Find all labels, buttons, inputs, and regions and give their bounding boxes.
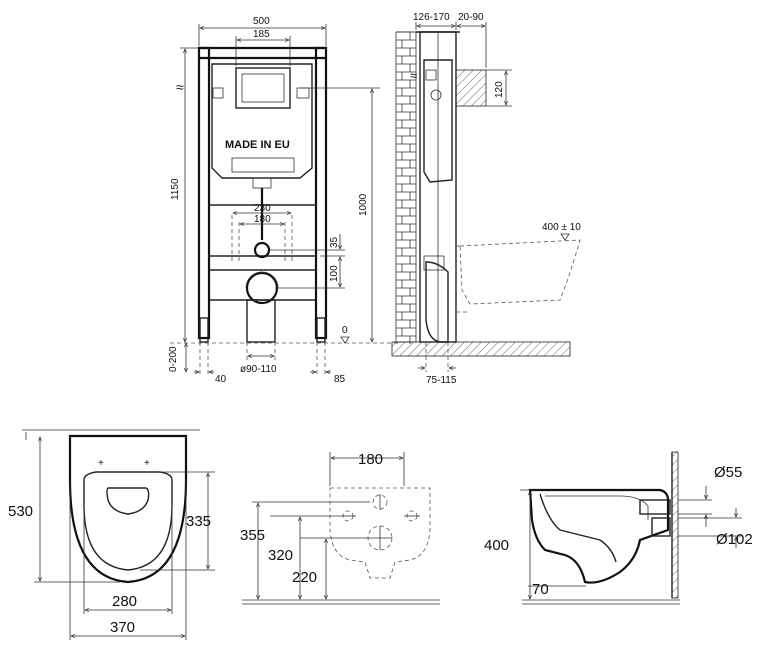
dim-75-115: 75-115: [426, 375, 457, 386]
dim-wall-depth: 126-170: [413, 12, 450, 23]
dim-85: 85: [334, 374, 346, 385]
frame-side-view: ≈ 400 ± 10 126-170 20-90 120 75-115: [391, 12, 581, 386]
dim-185: 185: [253, 29, 270, 40]
dim-foot-adjust: 0-200: [168, 346, 179, 372]
bolt-mark-left: +: [98, 458, 104, 469]
dim-180: 180: [254, 214, 271, 225]
dim-120: 120: [494, 81, 505, 98]
dim-320: 320: [268, 547, 293, 564]
dim-bowl-height: 400 ± 10: [542, 222, 581, 233]
dim-bowl-length: 530: [8, 503, 33, 520]
bolt-mark-right: +: [144, 458, 150, 469]
dim-230: 230: [254, 203, 271, 214]
bowl-top-view: + + 530 335 280 370: [8, 429, 215, 640]
dim-35: 35: [329, 236, 340, 248]
dim-20-90: 20-90: [458, 12, 484, 23]
dim-220: 220: [292, 569, 317, 586]
dim-outlet: Ø102: [716, 531, 753, 548]
dim-seat-length: 335: [186, 513, 211, 530]
dim-1000: 1000: [358, 193, 369, 216]
dim-bowl-width: 370: [110, 619, 135, 636]
dim-40: 40: [215, 374, 227, 385]
dim-100: 100: [329, 265, 340, 282]
water-inlet-icon: ≈: [176, 79, 184, 95]
dim-seat-width: 280: [112, 593, 137, 610]
dim-bottom-70: 70: [532, 581, 549, 598]
bowl-side-view: 400 70 Ø55 Ø102: [484, 451, 753, 605]
dim-bowl-height-side: 400: [484, 537, 509, 554]
bowl-back-view: 180 355 320 220: [240, 451, 440, 605]
frame-front-view: MADE IN EU 500: [168, 16, 400, 385]
dim-inlet: Ø55: [714, 464, 742, 481]
dim-holes-spacing: 180: [358, 451, 383, 468]
dim-500: 500: [253, 16, 270, 27]
dim-355: 355: [240, 527, 265, 544]
floor-zero: 0: [342, 325, 348, 336]
made-in-label: MADE IN EU: [225, 139, 290, 151]
dim-1150: 1150: [170, 178, 181, 200]
dim-pipe-diameter: ø90-110: [240, 364, 277, 375]
water-inlet-side-icon: ≈: [410, 68, 417, 83]
